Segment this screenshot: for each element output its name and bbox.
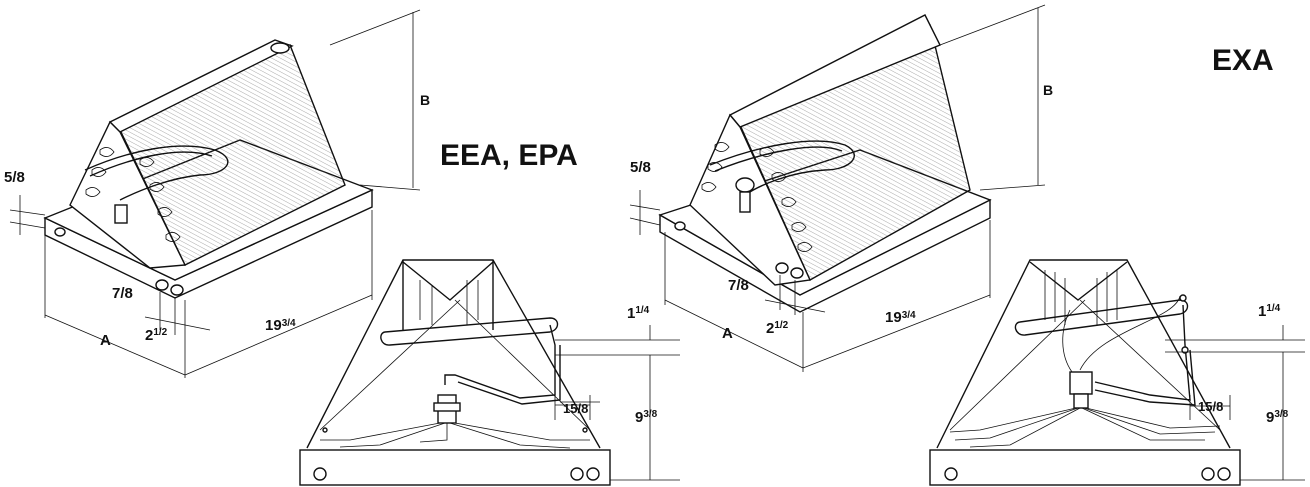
dim-one-quarter-right: 11/4 (1258, 303, 1281, 320)
left-front-drain-pan (299, 449, 611, 486)
right-coil-isometric (658, 14, 992, 313)
dim-five-eighths-left: 5/8 (4, 169, 25, 186)
left-feeder-tubes (320, 422, 590, 449)
right-feeder-tubes (949, 407, 1221, 448)
right-txv-valve (735, 177, 755, 193)
right-drain-hole (775, 262, 789, 274)
left-drain-hole (170, 284, 184, 296)
left-model-title: EEA, EPA (440, 139, 578, 172)
left-coil-isometric (43, 39, 374, 299)
right-a-frame (936, 259, 1231, 449)
right-front-view (929, 259, 1241, 486)
left-suction-tube (84, 145, 229, 201)
right-model-title: EXA (1212, 44, 1274, 77)
left-suction-line (444, 324, 556, 399)
dim-fifteen-eighths-left: 15/8 (563, 401, 588, 416)
left-drain-hole (155, 279, 169, 291)
left-end-plate (69, 120, 187, 269)
dim-b-right: B (1043, 82, 1053, 98)
right-drain-hole (674, 221, 686, 231)
dim-seven-eighths-right: 7/8 (728, 277, 749, 294)
right-front-drain-pan (929, 449, 1241, 486)
right-suction-tube (709, 140, 855, 196)
left-front-dimension-lines (554, 325, 680, 481)
dim-nine-left: 93/8 (635, 409, 658, 426)
right-txv-front (1069, 371, 1093, 395)
dim-nine-right: 93/8 (1266, 409, 1289, 426)
right-header-tube (1014, 299, 1189, 336)
dim-two-half-right: 21/2 (766, 320, 789, 337)
dim-nineteen-right: 193/4 (885, 309, 916, 326)
left-front-view (299, 259, 611, 486)
right-capillary-tube (1079, 295, 1181, 371)
dim-nineteen-left: 193/4 (265, 317, 296, 334)
right-front-dimension-lines (1165, 325, 1305, 481)
left-header-tube (380, 317, 559, 346)
dim-a-right: A (722, 325, 733, 342)
dim-a-left: A (100, 332, 111, 349)
left-a-frame (306, 259, 601, 449)
dim-five-eighths-right: 5/8 (630, 159, 651, 176)
dim-seven-eighths-left: 7/8 (112, 285, 133, 302)
left-top-fitting (270, 42, 290, 54)
dim-one-quarter-left: 11/4 (627, 305, 650, 322)
left-dimension-lines (9, 9, 421, 378)
dim-b-left: B (420, 92, 430, 108)
right-dimension-lines (629, 4, 1046, 372)
left-distributor (114, 204, 128, 224)
dim-fifteen-eighths-right: 15/8 (1198, 399, 1223, 414)
right-drain-hole (790, 267, 804, 279)
dim-two-half-left: 21/2 (145, 327, 168, 344)
left-drain-hole (54, 227, 66, 237)
